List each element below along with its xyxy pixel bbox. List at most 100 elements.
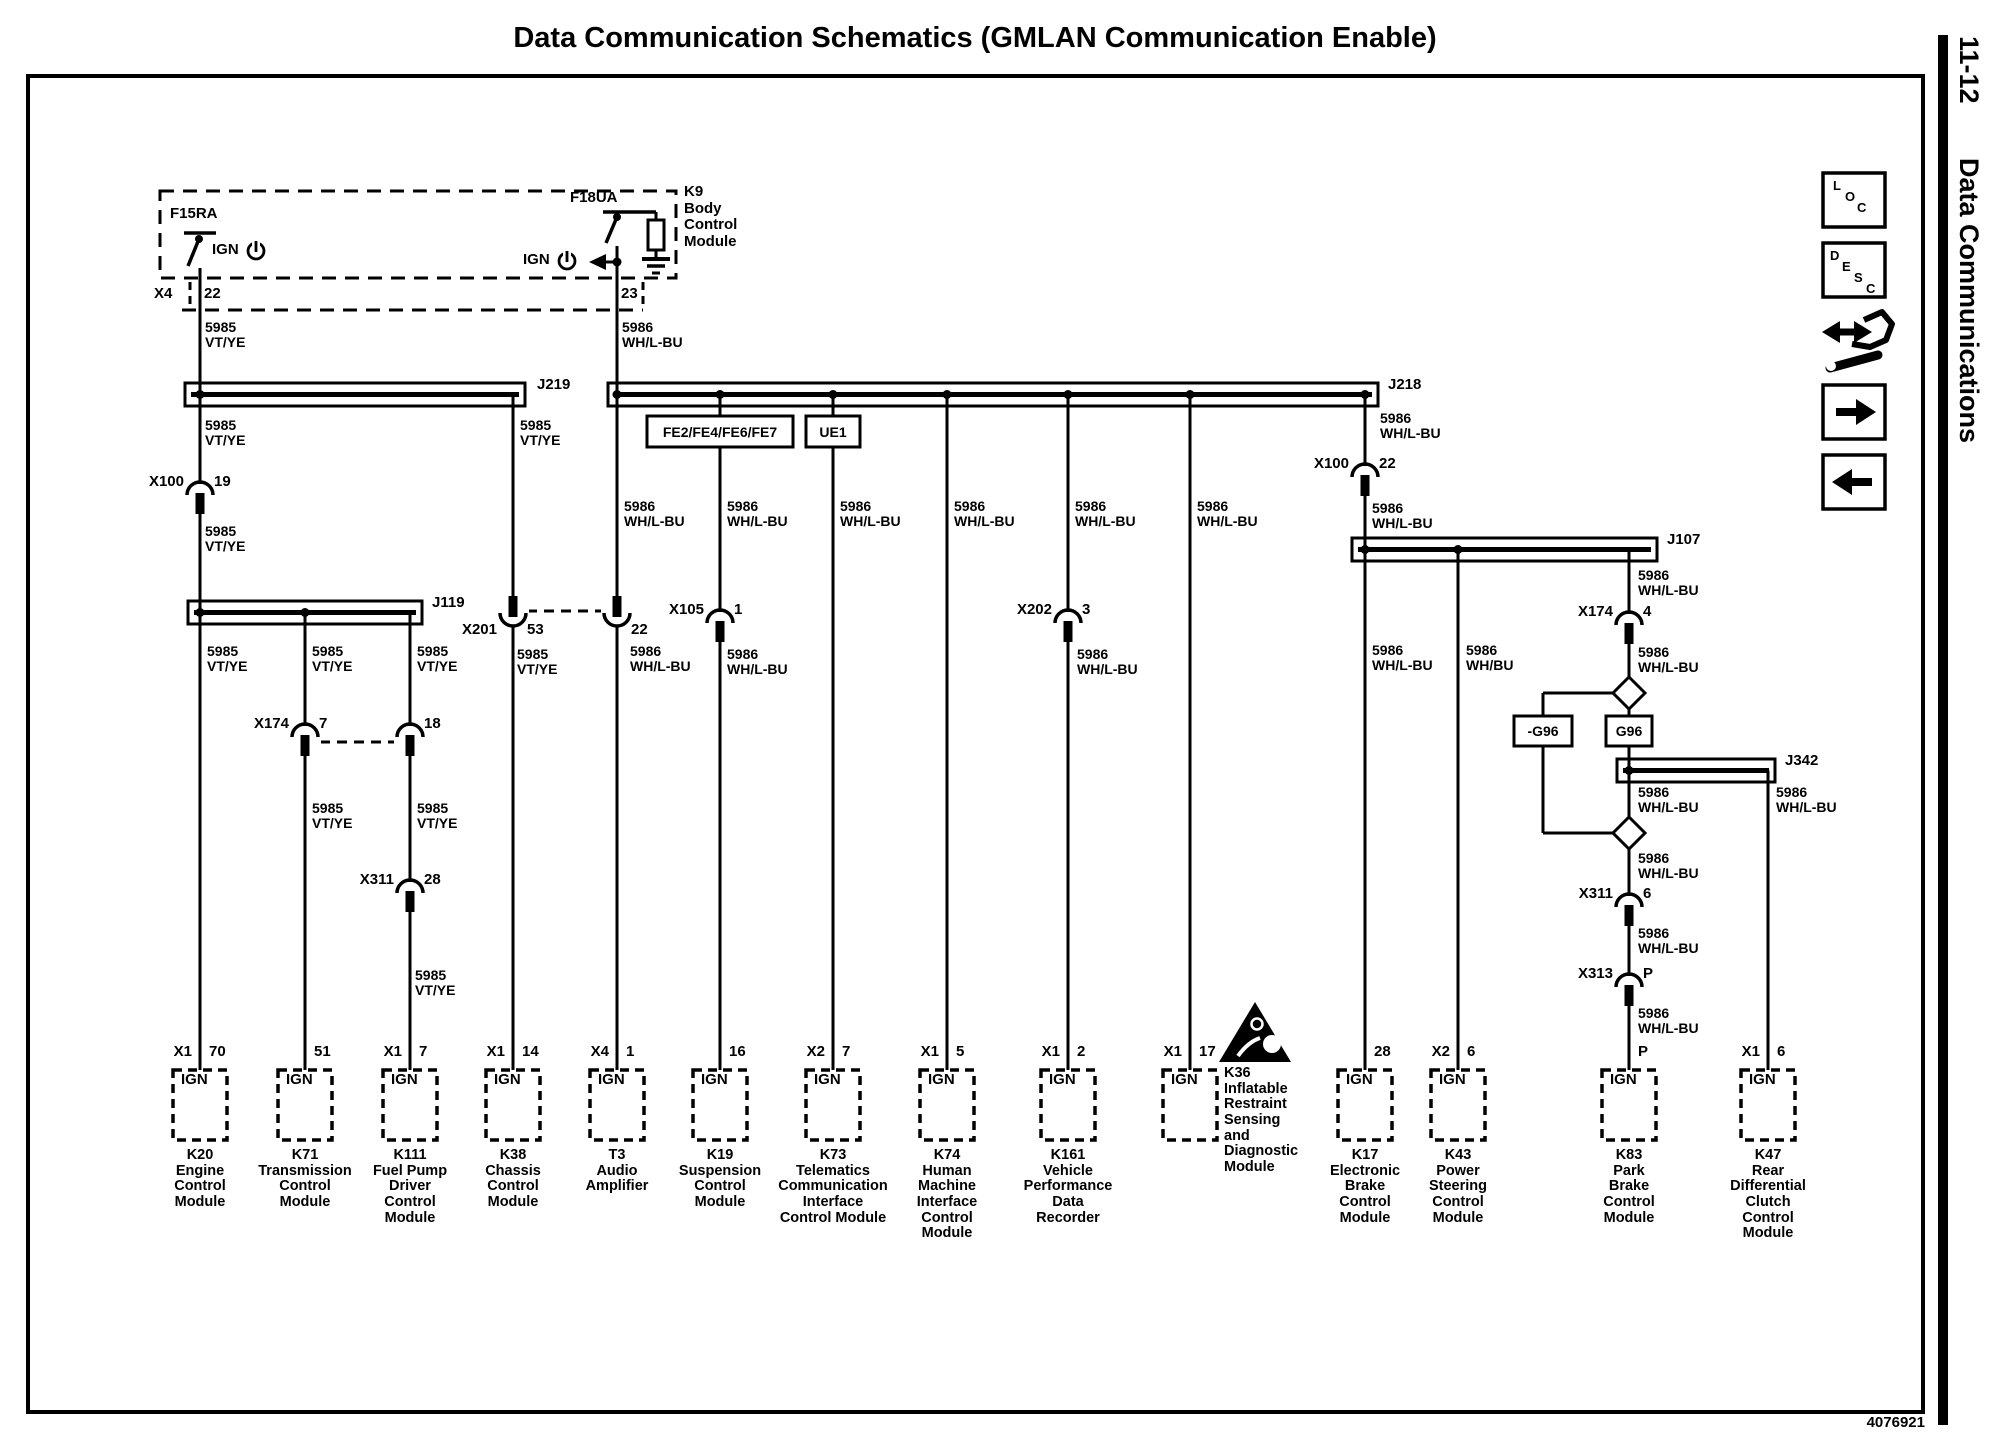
loc-button-letter: O: [1845, 189, 1856, 204]
module-name: K83 Park Brake Control Module: [1603, 1147, 1655, 1226]
module-box-k74: [918, 1068, 976, 1142]
junction-dot: [1624, 766, 1634, 775]
module-ign-label: IGN: [1049, 1071, 1076, 1088]
option-box: [645, 414, 795, 449]
inline-connector-blade: [715, 621, 725, 642]
module-ign-label: IGN: [286, 1071, 313, 1088]
module-ign-label: IGN: [928, 1071, 955, 1088]
wire-label: 5986 WH/L-BU: [1776, 784, 1837, 816]
margin-bar: [1938, 35, 1948, 1425]
option-label: FE2/FE4/FE6/FE7: [662, 423, 778, 440]
option-label: UE1: [819, 423, 847, 440]
module-name: K19 Suspension Control Module: [678, 1147, 762, 1210]
wire-label: 5986 WH/L-BU: [840, 498, 901, 530]
module-pin: 6: [1467, 1043, 1476, 1060]
section-title-tab: Data Communications: [1954, 158, 1984, 444]
module-pin-prefix: X1: [173, 1043, 192, 1060]
module-ign-label: IGN: [1610, 1071, 1637, 1088]
module-name: K111 Fuel Pump Driver Control Module: [372, 1147, 448, 1226]
connector-id: X105: [668, 601, 704, 618]
fuse-f18ua-label: F18UA: [570, 189, 618, 206]
option-box: [1512, 714, 1574, 748]
module-ign-label: IGN: [181, 1071, 208, 1088]
module-pin-prefix: X1: [1041, 1043, 1060, 1060]
module-box-k83: [1600, 1068, 1658, 1142]
module-pin-prefix: X1: [383, 1043, 402, 1060]
desc-button-letter: E: [1842, 259, 1851, 274]
wire-label: 5986 WH/L-BU: [1638, 567, 1699, 599]
wire-label: 5986 WH/BU: [1466, 642, 1514, 674]
module-pin: 7: [842, 1043, 851, 1060]
module-box-k43: [1429, 1068, 1487, 1142]
inline-connector-blade: [1063, 621, 1073, 642]
connector-pin: 18: [424, 715, 441, 732]
connector-id: X311: [1578, 885, 1613, 902]
connector-id: X100: [148, 473, 184, 490]
document-number: 4076921: [1866, 1414, 1925, 1431]
power-icon: [246, 240, 266, 261]
junction-dot: [612, 390, 622, 399]
page-title: Data Communication Schematics (GMLAN Com…: [513, 22, 1437, 54]
connector-pin: 22: [204, 285, 221, 302]
junction-dot: [828, 390, 838, 399]
diagram-border: [26, 74, 1925, 1414]
module-ign-label: IGN: [494, 1071, 521, 1088]
splice-diamond: [1610, 814, 1648, 852]
module-ign-label: IGN: [1171, 1071, 1198, 1088]
module-pin-prefix: X2: [806, 1043, 825, 1060]
wire-label: 5986 WH/L-BU: [1380, 410, 1441, 442]
previous-page-button[interactable]: [1821, 453, 1887, 511]
diagnostic-tools-icon[interactable]: [1822, 309, 1895, 373]
loc-button[interactable]: [1821, 171, 1887, 229]
inline-connector-blade: [405, 891, 415, 912]
junction-dot: [942, 390, 952, 399]
connector-pin: 3: [1082, 601, 1091, 618]
module-pin: 16: [729, 1043, 746, 1060]
fuse-block-outline: [158, 189, 678, 312]
module-pin: 6: [1777, 1043, 1786, 1060]
wire-label: 5986 WH/L-BU: [624, 498, 685, 530]
module-ign-label: IGN: [701, 1071, 728, 1088]
module-name: K73 Telematics Communication Interface C…: [778, 1147, 888, 1226]
fuse-f18ua-icon: [603, 210, 656, 244]
module-box-k19: [691, 1068, 749, 1142]
option-box: [804, 414, 862, 449]
loc-button-letter: C: [1857, 200, 1867, 215]
connector-pin: P: [1643, 965, 1654, 982]
module-pin-prefix: X2: [1431, 1043, 1450, 1060]
next-page-button[interactable]: [1821, 383, 1887, 441]
connector-id: X100: [1313, 455, 1349, 472]
wire-label: 5986 WH/L-BU: [1077, 646, 1138, 678]
power-icon: [557, 250, 577, 271]
connector-id: X174: [1577, 603, 1613, 620]
inline-connector-blade: [508, 596, 518, 617]
wire-label: 5986 WH/L-BU: [1638, 850, 1699, 882]
module-name: K71 Transmission Control Module: [258, 1147, 352, 1210]
desc-button[interactable]: [1821, 241, 1887, 299]
connector-id: X4: [154, 285, 173, 302]
ign-label: IGN: [212, 241, 239, 258]
connector-pin: 53: [527, 621, 544, 638]
option-box: [1604, 714, 1654, 748]
module-name: K36 Inflatable Restraint Sensing and Dia…: [1224, 1065, 1299, 1175]
module-pin: 28: [1374, 1043, 1391, 1060]
desc-button-letter: D: [1830, 248, 1840, 263]
wire-label: 5986 WH/L-BU: [727, 498, 788, 530]
module-pin-prefix: X1: [1741, 1043, 1760, 1060]
module-box-k161: [1039, 1068, 1097, 1142]
module-name: K38 Chassis Control Module: [485, 1147, 541, 1210]
module-pin: 7: [419, 1043, 428, 1060]
page-number-tab: 11-12: [1954, 36, 1984, 104]
junction-dot: [1453, 545, 1463, 554]
connector-id: X174: [253, 715, 289, 732]
connector-pin: 23: [621, 285, 638, 302]
wire-label: 5986 WH/L-BU: [1638, 1005, 1699, 1037]
resistor-icon: [646, 212, 666, 258]
fuse-f15ra-icon: [184, 231, 216, 267]
module-pin: 70: [209, 1043, 226, 1060]
module-ign-label: IGN: [1749, 1071, 1776, 1088]
module-pin: 5: [956, 1043, 965, 1060]
ign-label: IGN: [523, 251, 550, 268]
connector-id: X202: [1016, 601, 1052, 618]
module-pin: 2: [1077, 1043, 1086, 1060]
